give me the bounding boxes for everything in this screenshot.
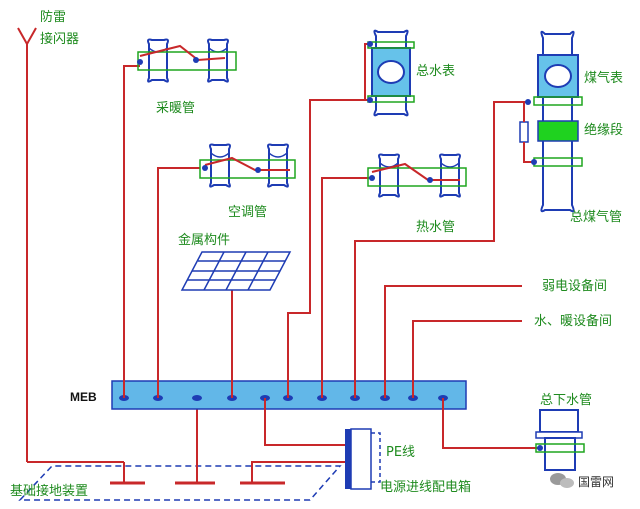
main-drain (535, 409, 585, 471)
gas-meter (519, 30, 583, 213)
metal-grid (180, 251, 292, 291)
water-meter (364, 29, 415, 117)
hot-water-pipe (367, 153, 467, 198)
label-gas-meter: 煤气表 (584, 71, 624, 86)
heating-pipe (137, 38, 237, 83)
watermark-text: 国雷网 (578, 475, 615, 489)
label-power-box: 电源进线配电箱 (380, 480, 472, 495)
label-hot-water: 热水管 (416, 220, 456, 235)
label-main-drain: 总下水管 (540, 393, 593, 408)
foundation-earth (18, 398, 345, 501)
label-foundation: 基础接地装置 (10, 484, 89, 499)
power-box (345, 428, 381, 490)
label-metal-parts: 金属构件 (178, 233, 231, 248)
label-ac-pipe: 空调管 (228, 205, 268, 220)
label-pe-line: PE线 (386, 445, 416, 460)
label-heating-pipe: 采暖管 (156, 101, 196, 116)
label-air-terminal: 接闪器 (40, 32, 80, 47)
label-weak-electric: 弱电设备间 (542, 279, 608, 294)
label-lightning: 防雷 (40, 10, 67, 25)
label-insulation: 绝缘段 (584, 123, 624, 138)
label-water-meter: 总水表 (416, 64, 456, 79)
bond-wires (123, 65, 540, 449)
label-main-gas: 总煤气管 (570, 210, 623, 225)
label-meb: MEB (70, 390, 97, 404)
ac-pipe (199, 143, 296, 188)
lightning-rod (17, 27, 124, 463)
label-water-heat-room: 水、暖设备间 (534, 314, 613, 329)
wechat-icon (550, 473, 574, 488)
